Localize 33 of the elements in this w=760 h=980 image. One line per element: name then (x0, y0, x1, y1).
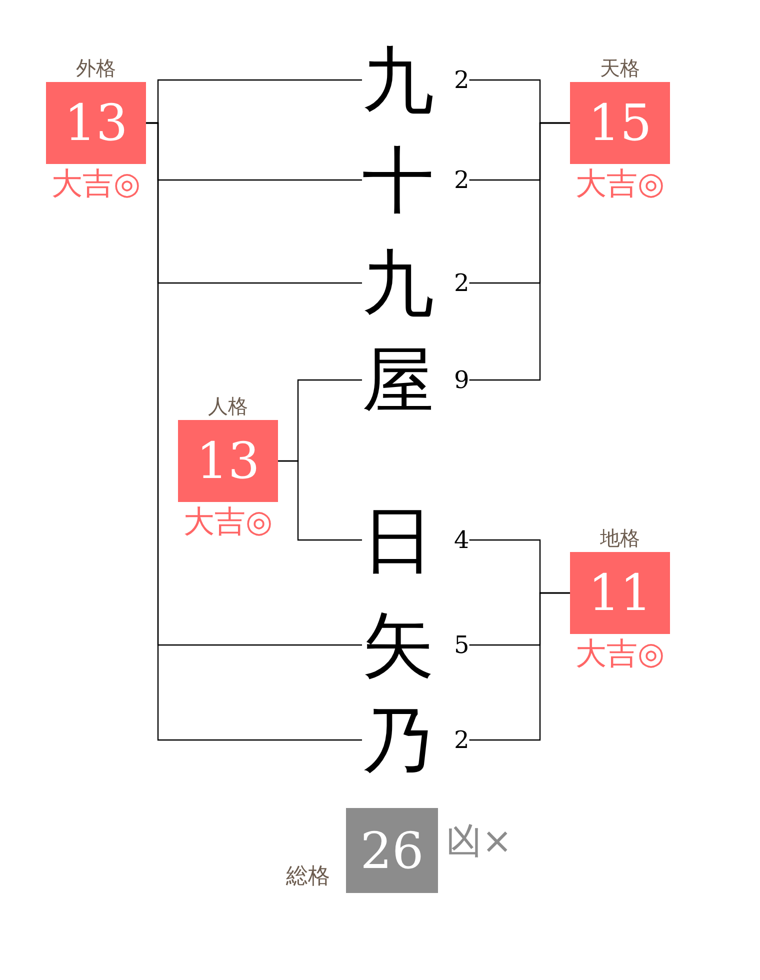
fortune-score-box: 26 (346, 808, 438, 893)
stroke-count: 2 (454, 269, 470, 297)
stroke-count: 2 (454, 726, 470, 754)
fortune-result: 大吉◎ (183, 503, 273, 542)
name-character: 屋 (362, 340, 434, 420)
fortune-result: 大吉◎ (575, 635, 665, 674)
fortune-score-box: 11 (570, 552, 670, 634)
fortune-category-label: 地格 (600, 525, 640, 552)
bracket-line (146, 122, 362, 741)
name-character: 矢 (362, 605, 434, 685)
stroke-count: 4 (454, 526, 470, 554)
fortune-score-box: 15 (570, 82, 670, 164)
fortune-category-label: 総格 (286, 863, 330, 891)
fortune-category-label: 人格 (208, 393, 248, 420)
fortune-result: 大吉◎ (51, 165, 141, 204)
fortune-score-box: 13 (46, 82, 146, 164)
fortune-category-label: 外格 (76, 55, 116, 82)
name-character: 乃 (362, 700, 434, 780)
name-character: 九 (362, 243, 434, 323)
fortune-category-label: 天格 (600, 55, 640, 82)
fortune-result: 大吉◎ (575, 165, 665, 204)
name-character: 日 (362, 500, 434, 580)
bracket-line (278, 460, 362, 541)
fortune-score-box: 13 (178, 420, 278, 502)
stroke-count: 2 (454, 66, 470, 94)
name-character: 十 (362, 140, 434, 220)
name-character: 九 (362, 40, 434, 120)
bracket-line (469, 592, 570, 741)
bracket-line (469, 122, 570, 381)
fortune-result: 凶× (446, 822, 512, 862)
stroke-count: 2 (454, 166, 470, 194)
stroke-count: 9 (454, 366, 470, 394)
stroke-count: 5 (454, 631, 470, 659)
